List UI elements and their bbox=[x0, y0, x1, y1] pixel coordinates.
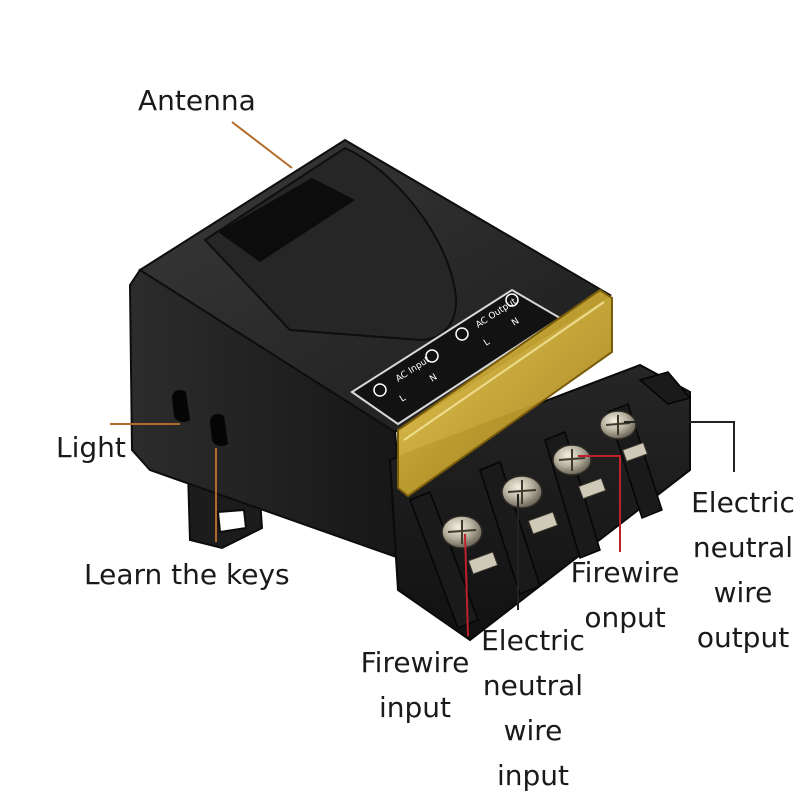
light-window bbox=[172, 390, 190, 423]
terminal-cover bbox=[397, 288, 613, 498]
terminal-screws bbox=[441, 410, 649, 575]
label-neutral-input: Electric neutral wire input bbox=[481, 624, 585, 792]
dome-window bbox=[218, 178, 355, 262]
label-antenna: Antenna bbox=[138, 84, 256, 117]
panel-n-output: N bbox=[510, 316, 521, 328]
label-firewire-input: Firewire input bbox=[360, 646, 470, 724]
learn-key-hole bbox=[210, 414, 228, 447]
panel-l-output: L bbox=[482, 337, 492, 348]
leader-lines bbox=[110, 121, 735, 637]
label-learn-keys: Learn the keys bbox=[84, 558, 290, 591]
panel-l-input: L bbox=[398, 393, 408, 404]
label-firewire-output: Firewire onput bbox=[570, 556, 680, 634]
label-neutral-output: Electric neutral wire output bbox=[691, 486, 795, 654]
panel-n-input: N bbox=[428, 372, 439, 384]
antenna-dome bbox=[203, 146, 457, 342]
label-light: Light bbox=[56, 431, 126, 464]
